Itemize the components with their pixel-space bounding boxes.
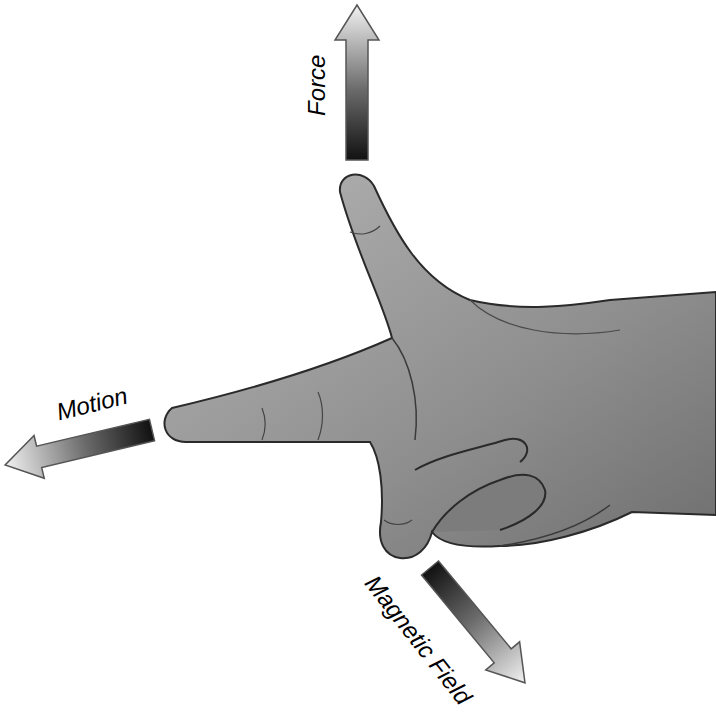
finger-crease	[500, 505, 610, 546]
knuckle-crease	[318, 392, 323, 440]
knuckle-crease	[262, 408, 265, 440]
palm-line	[470, 300, 620, 334]
palm-line	[392, 338, 416, 440]
arrow-label: Force	[305, 54, 331, 115]
curled-finger	[415, 439, 527, 470]
arrow-label-text: Motion	[54, 382, 130, 426]
knuckle-crease	[384, 520, 412, 525]
arrow-label: Motion	[54, 382, 130, 425]
curled-finger	[432, 475, 545, 532]
hand-outline	[164, 175, 716, 559]
knuckle-crease	[350, 226, 380, 234]
force-arrow	[335, 5, 379, 160]
arrow-label-text: Force	[304, 54, 331, 115]
hand	[164, 175, 716, 559]
